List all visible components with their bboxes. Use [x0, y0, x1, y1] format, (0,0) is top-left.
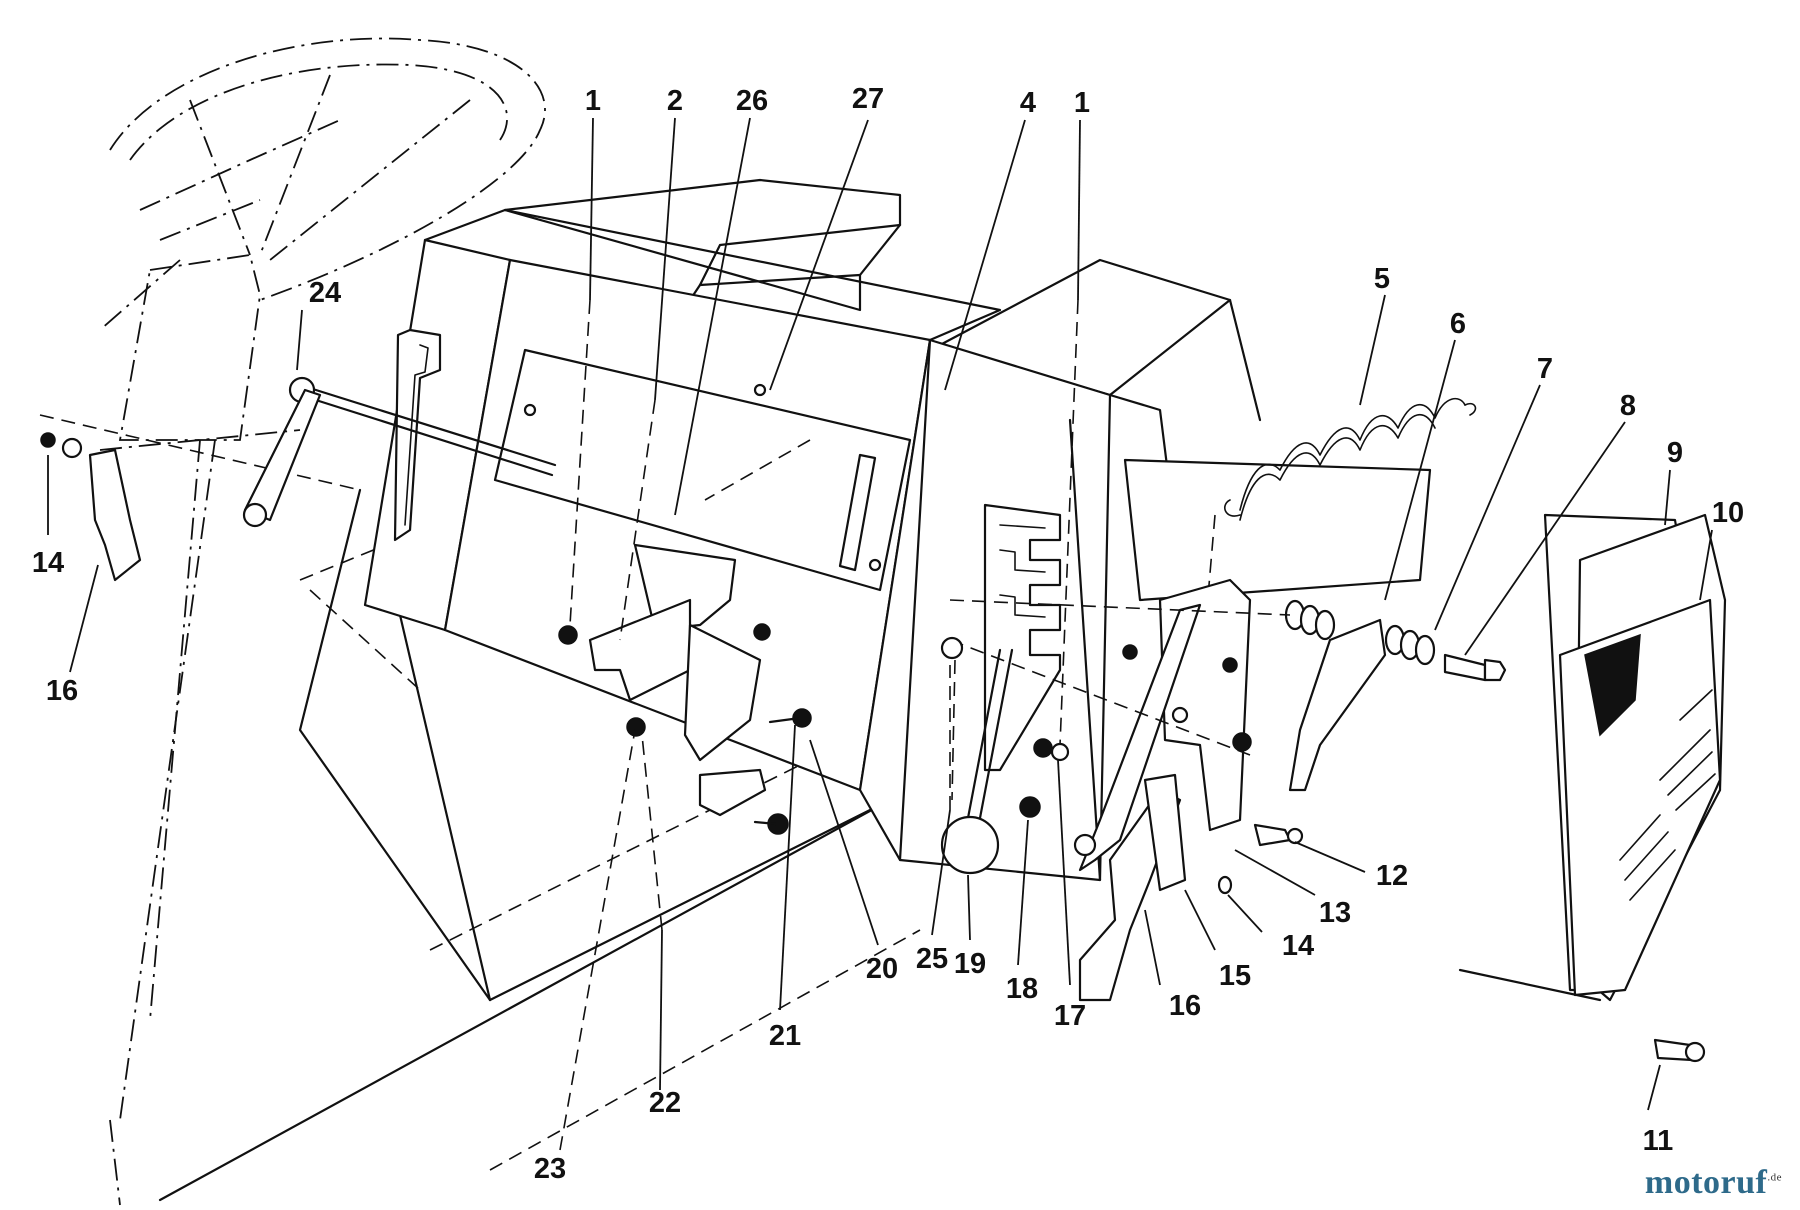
callout-15: 15 — [1219, 960, 1251, 992]
callout-7: 7 — [1537, 353, 1553, 385]
watermark-logo: motoruf.de — [1645, 1164, 1782, 1202]
callout-18: 18 — [1006, 973, 1038, 1005]
lever-arm-24 — [242, 376, 557, 528]
bracket-16-left — [40, 429, 301, 582]
callout-13: 13 — [1319, 897, 1351, 929]
callout-5: 5 — [1374, 263, 1390, 295]
callout-12: 12 — [1376, 860, 1408, 892]
callout-10: 10 — [1712, 497, 1744, 529]
console-panel — [363, 178, 1432, 882]
small-hardware-right — [940, 636, 1304, 895]
callout-25: 25 — [916, 943, 948, 975]
callout-8: 8 — [1620, 390, 1636, 422]
callout-14b: 14 — [1282, 930, 1314, 962]
callout-9: 9 — [1667, 437, 1683, 469]
callout-1a: 1 — [585, 85, 601, 117]
shift-lever — [940, 648, 1014, 875]
callout-16b: 16 — [1169, 990, 1201, 1022]
steering-wheel-outline — [99, 37, 546, 331]
callout-22: 22 — [649, 1087, 681, 1119]
callout-23: 23 — [534, 1153, 566, 1185]
callout-20: 20 — [866, 953, 898, 985]
grille-panel — [1458, 513, 1727, 1063]
callout-27: 27 — [852, 83, 884, 115]
shift-gate — [983, 503, 1062, 772]
callout-6: 6 — [1450, 308, 1466, 340]
spring-5 — [1199, 397, 1477, 691]
callout-14a: 14 — [32, 547, 64, 579]
watermark-suffix: .de — [1767, 1171, 1782, 1184]
callout-16a: 16 — [46, 675, 78, 707]
callout-11: 11 — [1643, 1125, 1674, 1157]
callout-2: 2 — [667, 85, 683, 117]
watermark-brand: motoruf — [1644, 1164, 1768, 1201]
washer-bolt-stack — [949, 599, 1507, 756]
callout-19: 19 — [954, 948, 986, 980]
bracket-assembly-left — [558, 543, 812, 835]
callout-21: 21 — [769, 1020, 801, 1052]
callout-26: 26 — [736, 85, 768, 117]
callout-24: 24 — [309, 277, 341, 309]
callout-4: 4 — [1020, 87, 1036, 119]
callout-1b: 1 — [1074, 87, 1090, 119]
callout-17: 17 — [1054, 1000, 1086, 1032]
steering-column — [109, 253, 261, 1206]
callout-labels: 1 2 26 27 4 1 24 5 6 7 8 9 10 14 16 12 1… — [32, 83, 1744, 1185]
leader-lines — [47, 117, 1713, 1151]
linkage-arms — [1073, 578, 1387, 1002]
